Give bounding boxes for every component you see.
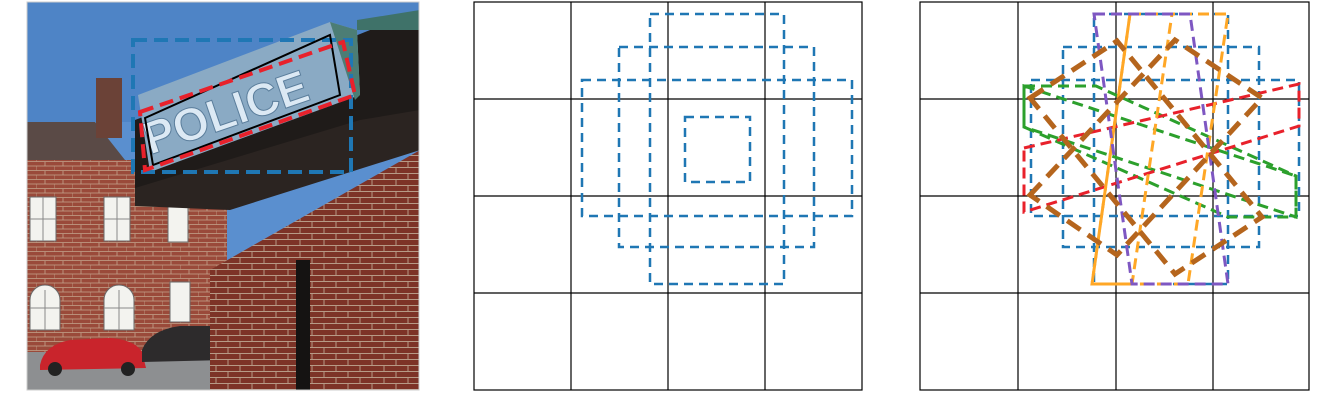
sign-board [138, 22, 360, 172]
red-car [40, 338, 146, 370]
rotated-orange-anchor [1090, 12, 1174, 286]
anchor-mid [617, 45, 816, 249]
chimney [96, 78, 122, 138]
sign-pole [296, 260, 310, 390]
photo-panel: POLICE [27, 2, 419, 390]
grid-lines-rotated [919, 1, 1310, 391]
dark-car [142, 326, 226, 362]
grid-lines [473, 1, 863, 391]
anchor-small [683, 115, 752, 184]
grid-panel-rotated [919, 1, 1310, 391]
anchor-boxes-blue [580, 12, 854, 286]
rotated-brown-anchors [1026, 36, 1266, 278]
anchor-wide [580, 78, 854, 218]
brick-wall [210, 150, 419, 390]
rotated-red-anchor [1022, 82, 1301, 215]
photo-gt-box [143, 33, 342, 167]
rotated-purple-anchor [1092, 12, 1230, 286]
anchor-tall [648, 12, 786, 286]
grid-panel-axis-aligned [473, 1, 863, 391]
photo-blue-box [131, 38, 353, 174]
photo-red-box [137, 39, 358, 173]
